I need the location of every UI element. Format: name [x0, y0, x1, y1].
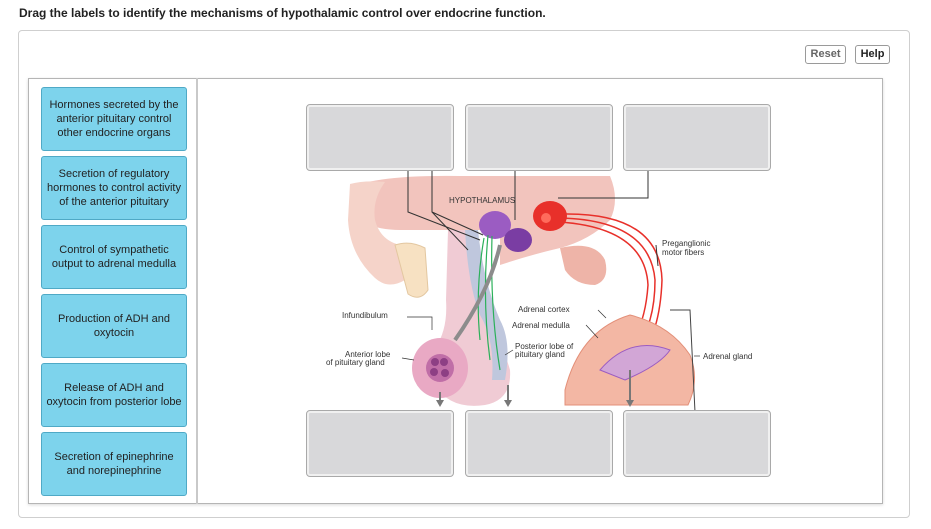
- label-sympathetic-control[interactable]: Control of sympathetic output to adrenal…: [41, 225, 187, 289]
- label-epinephrine-secretion[interactable]: Secretion of epinephrine and norepinephr…: [41, 432, 187, 496]
- nucleus-1: [479, 211, 511, 239]
- optic-region: [394, 242, 429, 298]
- help-button[interactable]: Help: [855, 45, 890, 64]
- anterior-lobe-cells: [426, 354, 454, 382]
- label-hypothalamus: HYPOTHALAMUS: [449, 196, 515, 205]
- hypothalamus-diagram: HYPOTHALAMUS Preganglionic motor fibers …: [326, 170, 752, 413]
- label-anterior-pituitary-control[interactable]: Hormones secreted by the anterior pituit…: [41, 87, 187, 151]
- label-preganglionic-1: Preganglionic: [662, 239, 710, 248]
- label-adrenal-gland: Adrenal gland: [703, 352, 752, 361]
- posterior-lobe: [465, 230, 508, 380]
- label-adrenal-cortex: Adrenal cortex: [518, 305, 570, 314]
- label-preganglionic-2: motor fibers: [662, 248, 704, 257]
- label-adh-release[interactable]: Release of ADH and oxytocin from posteri…: [41, 363, 187, 427]
- label-anterior-lobe-2: of pituitary gland: [326, 358, 385, 367]
- drop-target-top-2[interactable]: [465, 104, 613, 171]
- drop-target-top-1[interactable]: [306, 104, 454, 171]
- label-anterior-lobe-1: Anterior lobe: [345, 350, 391, 359]
- label-regulatory-hormones[interactable]: Secretion of regulatory hormones to cont…: [41, 156, 187, 220]
- drop-target-bottom-1[interactable]: [306, 410, 454, 477]
- drop-target-bottom-2[interactable]: [465, 410, 613, 477]
- label-posterior-lobe-1: Posterior lobe of: [515, 342, 574, 351]
- label-adrenal-medulla: Adrenal medulla: [512, 321, 570, 330]
- label-infundibulum: Infundibulum: [342, 311, 388, 320]
- reset-button[interactable]: Reset: [805, 45, 846, 64]
- instruction-text: Drag the labels to identify the mechanis…: [19, 6, 546, 20]
- drop-target-bottom-3[interactable]: [623, 410, 771, 477]
- mammillary-body: [560, 245, 607, 285]
- brain-lobe: [348, 181, 405, 285]
- drop-target-top-3[interactable]: [623, 104, 771, 171]
- label-adh-production[interactable]: Production of ADH and oxytocin: [41, 294, 187, 358]
- divider: [196, 78, 198, 504]
- label-posterior-lobe-2: pituitary gland: [515, 350, 565, 359]
- nucleus-2: [504, 228, 532, 252]
- adrenal-medulla: [599, 345, 671, 381]
